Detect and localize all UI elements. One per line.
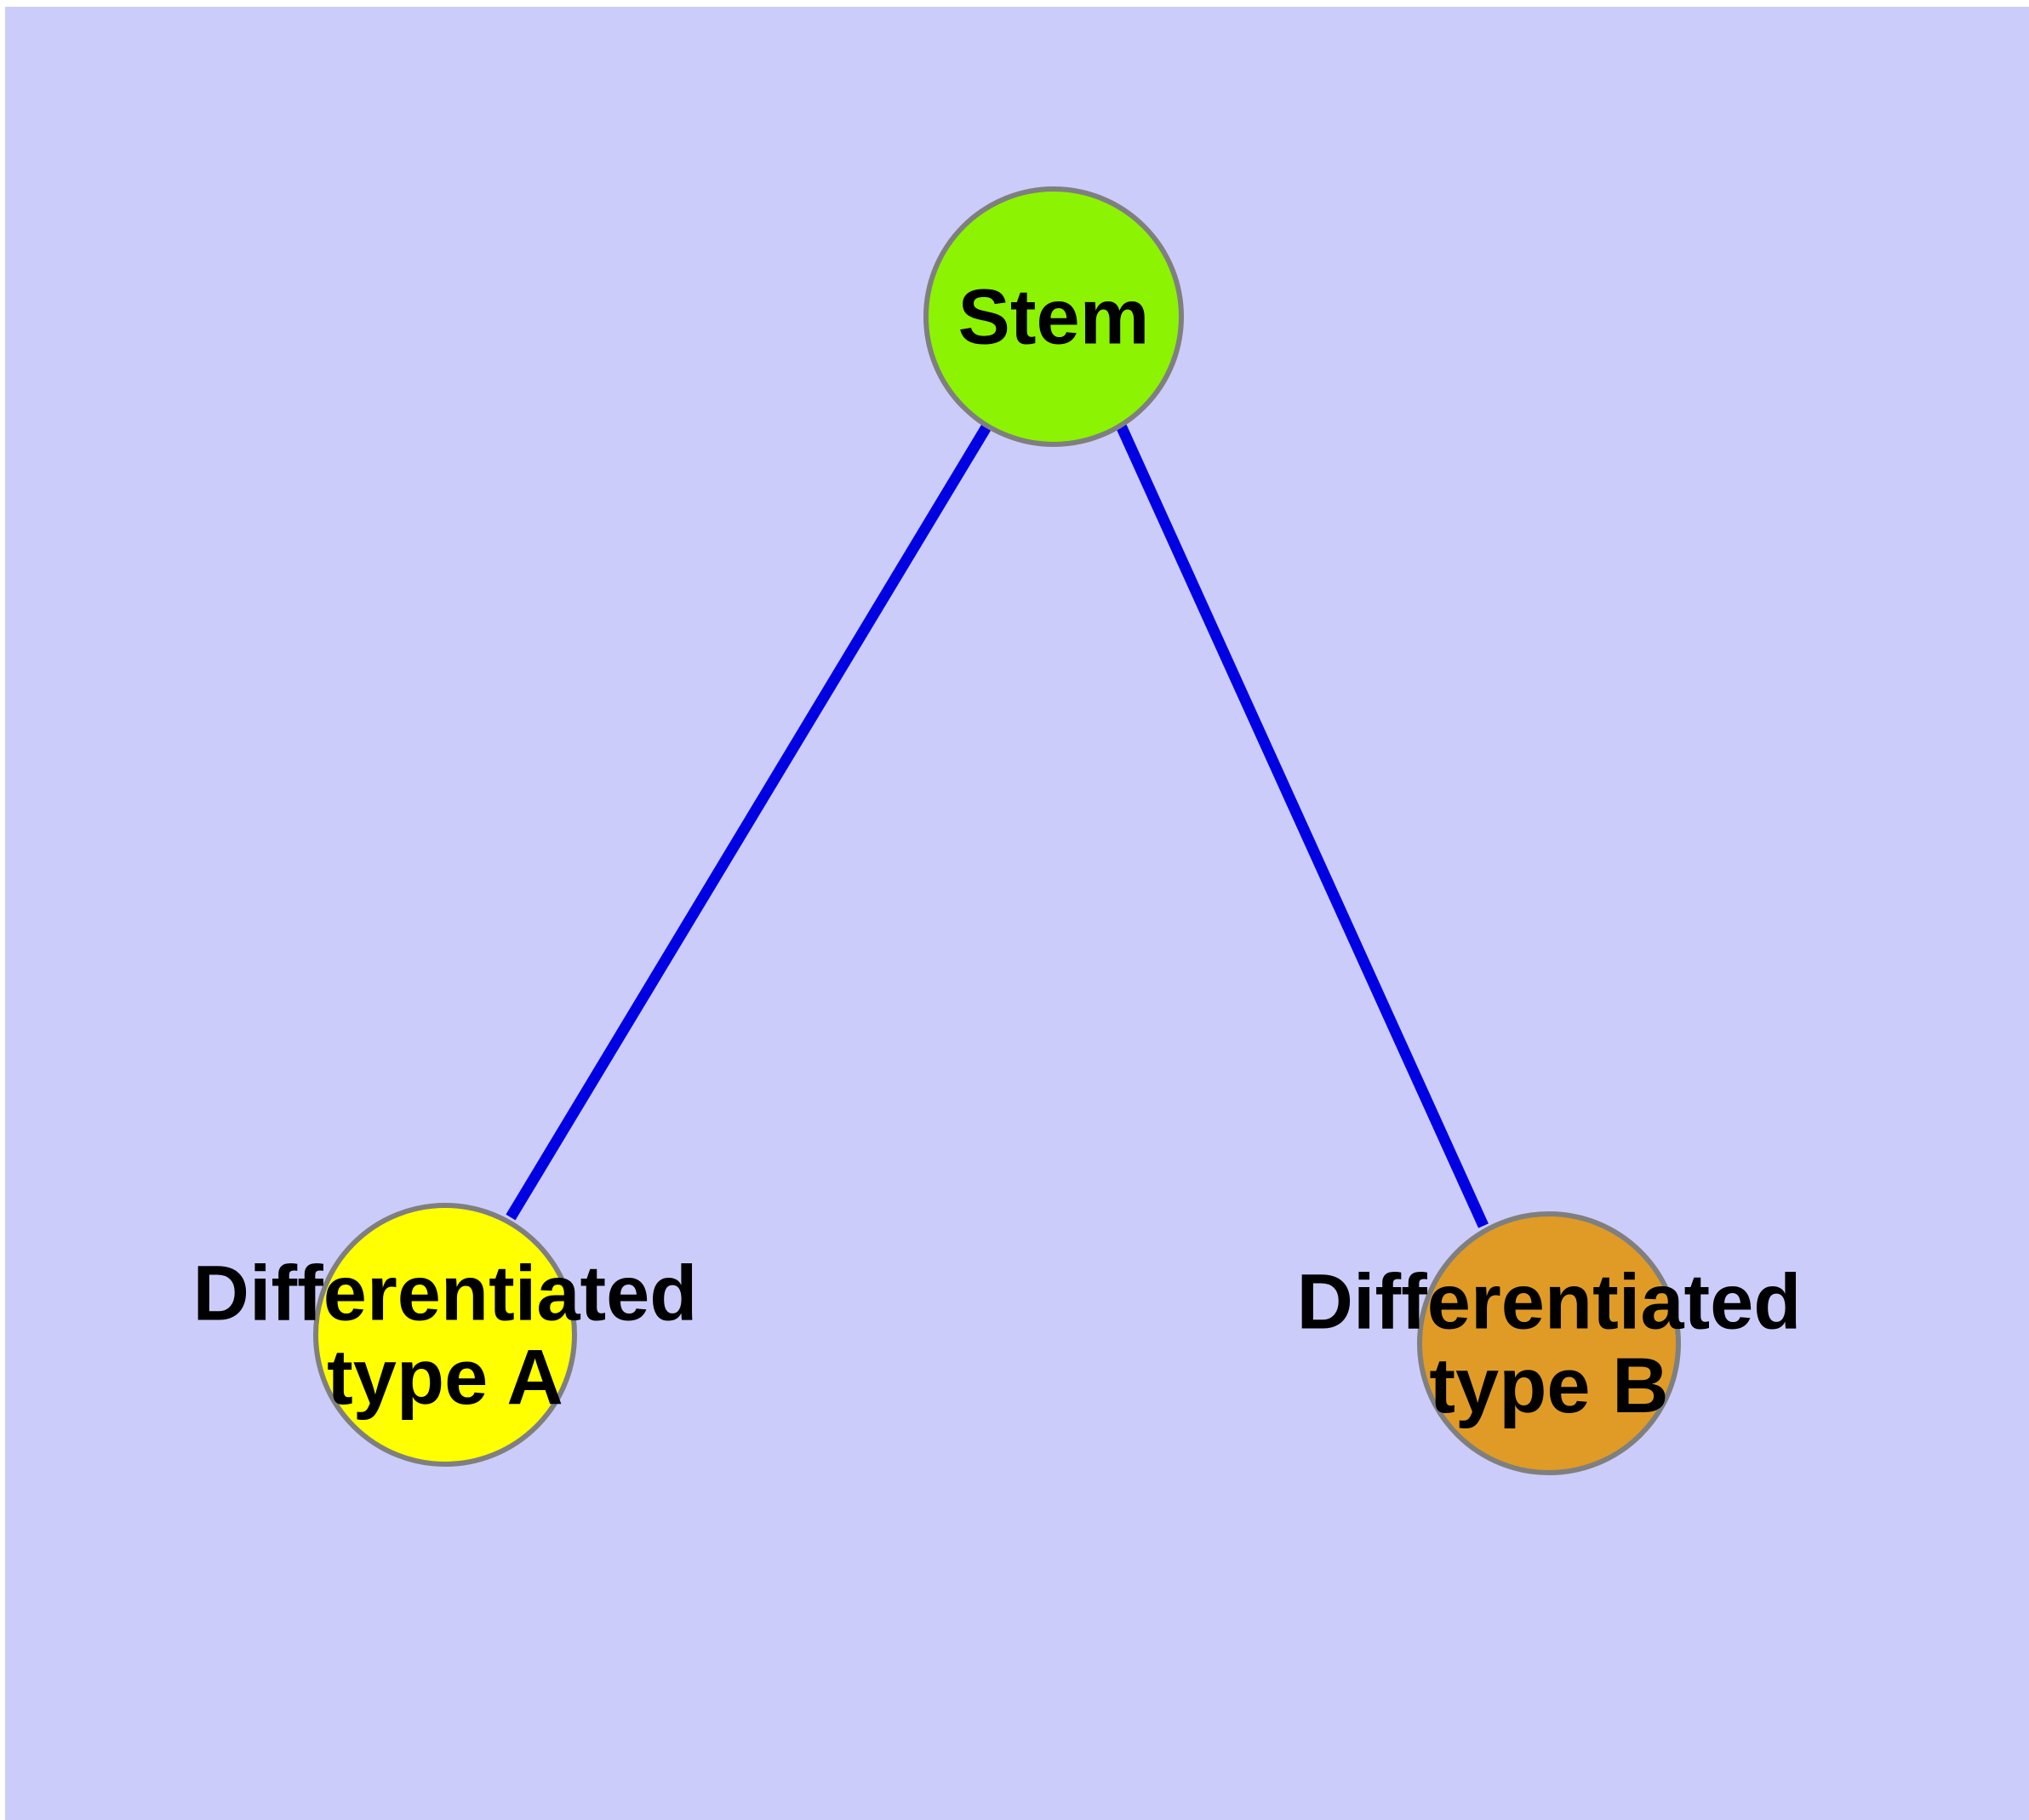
node-label-stem: Stem xyxy=(958,274,1150,361)
node-label-line: Differentiated xyxy=(1297,1259,1802,1346)
node-label-line: type A xyxy=(327,1334,563,1421)
node-stem[interactable]: Stem xyxy=(923,186,1184,447)
node-label-line: Stem xyxy=(958,274,1150,361)
node-circle-diff_a[interactable] xyxy=(313,1203,577,1467)
node-label-line: type B xyxy=(1429,1342,1668,1429)
edges-layer xyxy=(506,422,1489,1228)
node-circle-stem[interactable] xyxy=(923,186,1184,447)
edge-stem-a[interactable] xyxy=(506,422,992,1221)
node-label-line: Differentiated xyxy=(193,1251,698,1337)
edge-stem-b[interactable] xyxy=(1116,423,1489,1228)
node-circle-diff_b[interactable] xyxy=(1417,1211,1681,1475)
